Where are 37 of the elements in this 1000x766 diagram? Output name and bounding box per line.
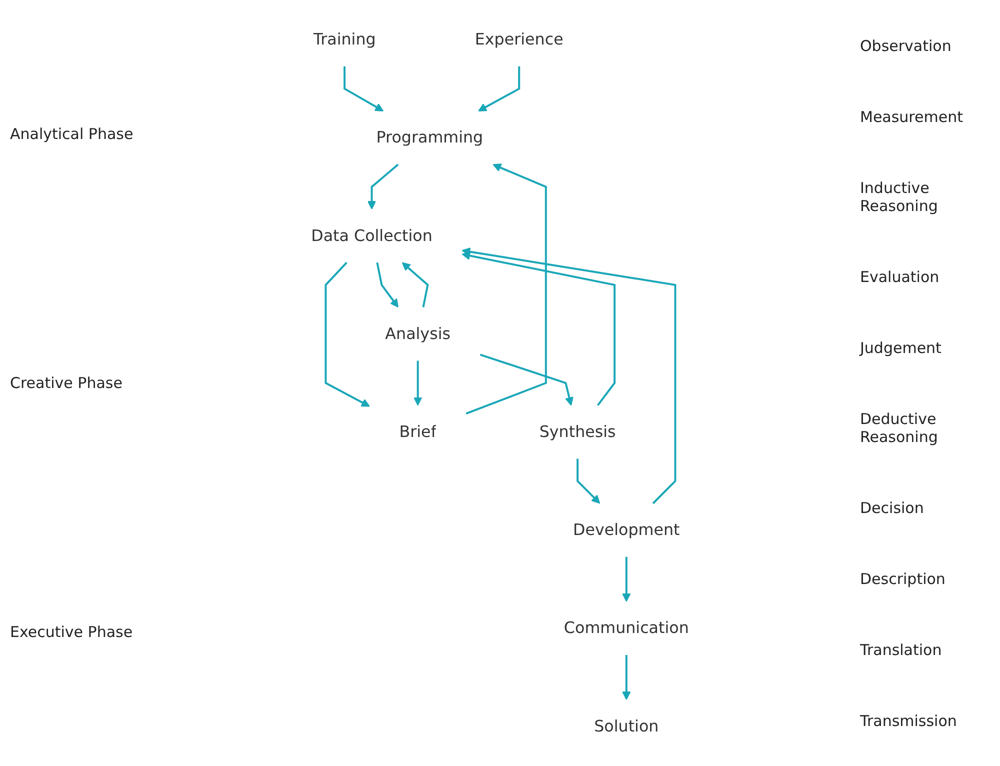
label-text: Observation <box>860 36 952 54</box>
label-text: Analytical Phase <box>10 125 134 144</box>
arrow <box>622 556 631 602</box>
node-text: Synthesis <box>539 422 616 441</box>
label-text: Translation <box>860 640 943 658</box>
label-text: Judgement <box>860 338 942 356</box>
label-text: Creative Phase <box>10 374 124 392</box>
label-text: Transmission <box>860 712 958 730</box>
label-text: Evaluation <box>860 268 940 286</box>
label-text: Description <box>860 570 946 588</box>
arrow <box>622 654 631 700</box>
label-text: Inductive Reasoning <box>860 178 939 214</box>
label-text: Deductive Reasoning <box>860 410 939 446</box>
arrow <box>466 164 547 414</box>
node-text: Solution <box>594 716 659 736</box>
label-text: Executive Phase <box>10 622 134 641</box>
arrow <box>376 262 398 308</box>
arrow <box>402 262 429 308</box>
node-text: Development <box>573 520 680 540</box>
arrow <box>462 251 616 406</box>
arrow <box>344 66 384 112</box>
arrow <box>367 164 399 210</box>
node-text: Programming <box>376 128 484 147</box>
arrow <box>462 247 676 504</box>
node-text: Data Collection <box>311 226 432 245</box>
label-text: Decision <box>860 498 925 516</box>
arrow <box>478 66 520 112</box>
node-text: Brief <box>399 422 436 441</box>
node-text: Training <box>313 30 376 49</box>
arrow <box>413 360 422 406</box>
label-text: Measurement <box>860 108 964 126</box>
node-text: Experience <box>474 30 564 49</box>
arrow <box>480 354 574 406</box>
arrow <box>324 262 370 407</box>
arrow <box>576 458 600 504</box>
node-text: Analysis <box>385 324 450 343</box>
node-text: Communication <box>564 618 689 638</box>
